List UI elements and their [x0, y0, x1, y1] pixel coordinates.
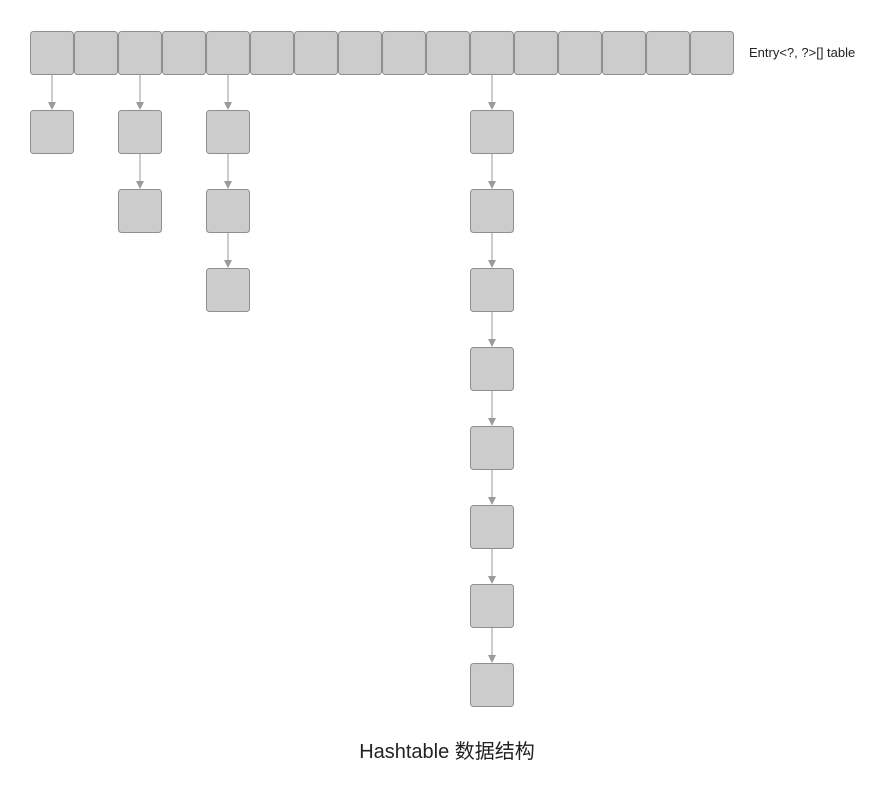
bucket-cell [426, 31, 470, 75]
next-arrow [488, 391, 496, 426]
bucket-cell [250, 31, 294, 75]
entry-chain [470, 75, 514, 707]
entry-node [206, 110, 250, 154]
bucket-cell [74, 31, 118, 75]
entry-node [470, 189, 514, 233]
entry-node [470, 268, 514, 312]
next-arrow [136, 75, 144, 110]
bucket-cell [470, 31, 514, 75]
entry-node [470, 110, 514, 154]
bucket-cell [558, 31, 602, 75]
entry-chain [118, 75, 162, 233]
table-label: Entry<?, ?>[] table [749, 45, 856, 60]
next-arrow [48, 75, 56, 110]
next-arrow [488, 75, 496, 110]
entry-node [206, 268, 250, 312]
next-arrow [224, 75, 232, 110]
next-arrow [488, 233, 496, 268]
entry-node [206, 189, 250, 233]
entry-chain [206, 75, 250, 312]
next-arrow [488, 154, 496, 189]
bucket-cell [382, 31, 426, 75]
bucket-cell [206, 31, 250, 75]
entry-node [470, 663, 514, 707]
entry-chains [30, 75, 514, 707]
next-arrow [488, 470, 496, 505]
entry-node [118, 189, 162, 233]
entry-node [30, 110, 74, 154]
next-arrow [488, 549, 496, 584]
entry-node [118, 110, 162, 154]
bucket-cell [338, 31, 382, 75]
bucket-cell [118, 31, 162, 75]
next-arrow [224, 154, 232, 189]
entry-node [470, 505, 514, 549]
next-arrow [488, 628, 496, 663]
bucket-cell [30, 31, 74, 75]
next-arrow [224, 233, 232, 268]
entry-node [470, 584, 514, 628]
next-arrow [488, 312, 496, 347]
bucket-cell [646, 31, 690, 75]
bucket-cell [514, 31, 558, 75]
bucket-cell [690, 31, 734, 75]
entry-node [470, 426, 514, 470]
diagram-title: Hashtable 数据结构 [359, 741, 535, 763]
next-arrow [136, 154, 144, 189]
bucket-cell [294, 31, 338, 75]
bucket-cell [162, 31, 206, 75]
entry-chain [30, 75, 74, 154]
entry-node [470, 347, 514, 391]
bucket-cell [602, 31, 646, 75]
bucket-array [30, 31, 734, 75]
